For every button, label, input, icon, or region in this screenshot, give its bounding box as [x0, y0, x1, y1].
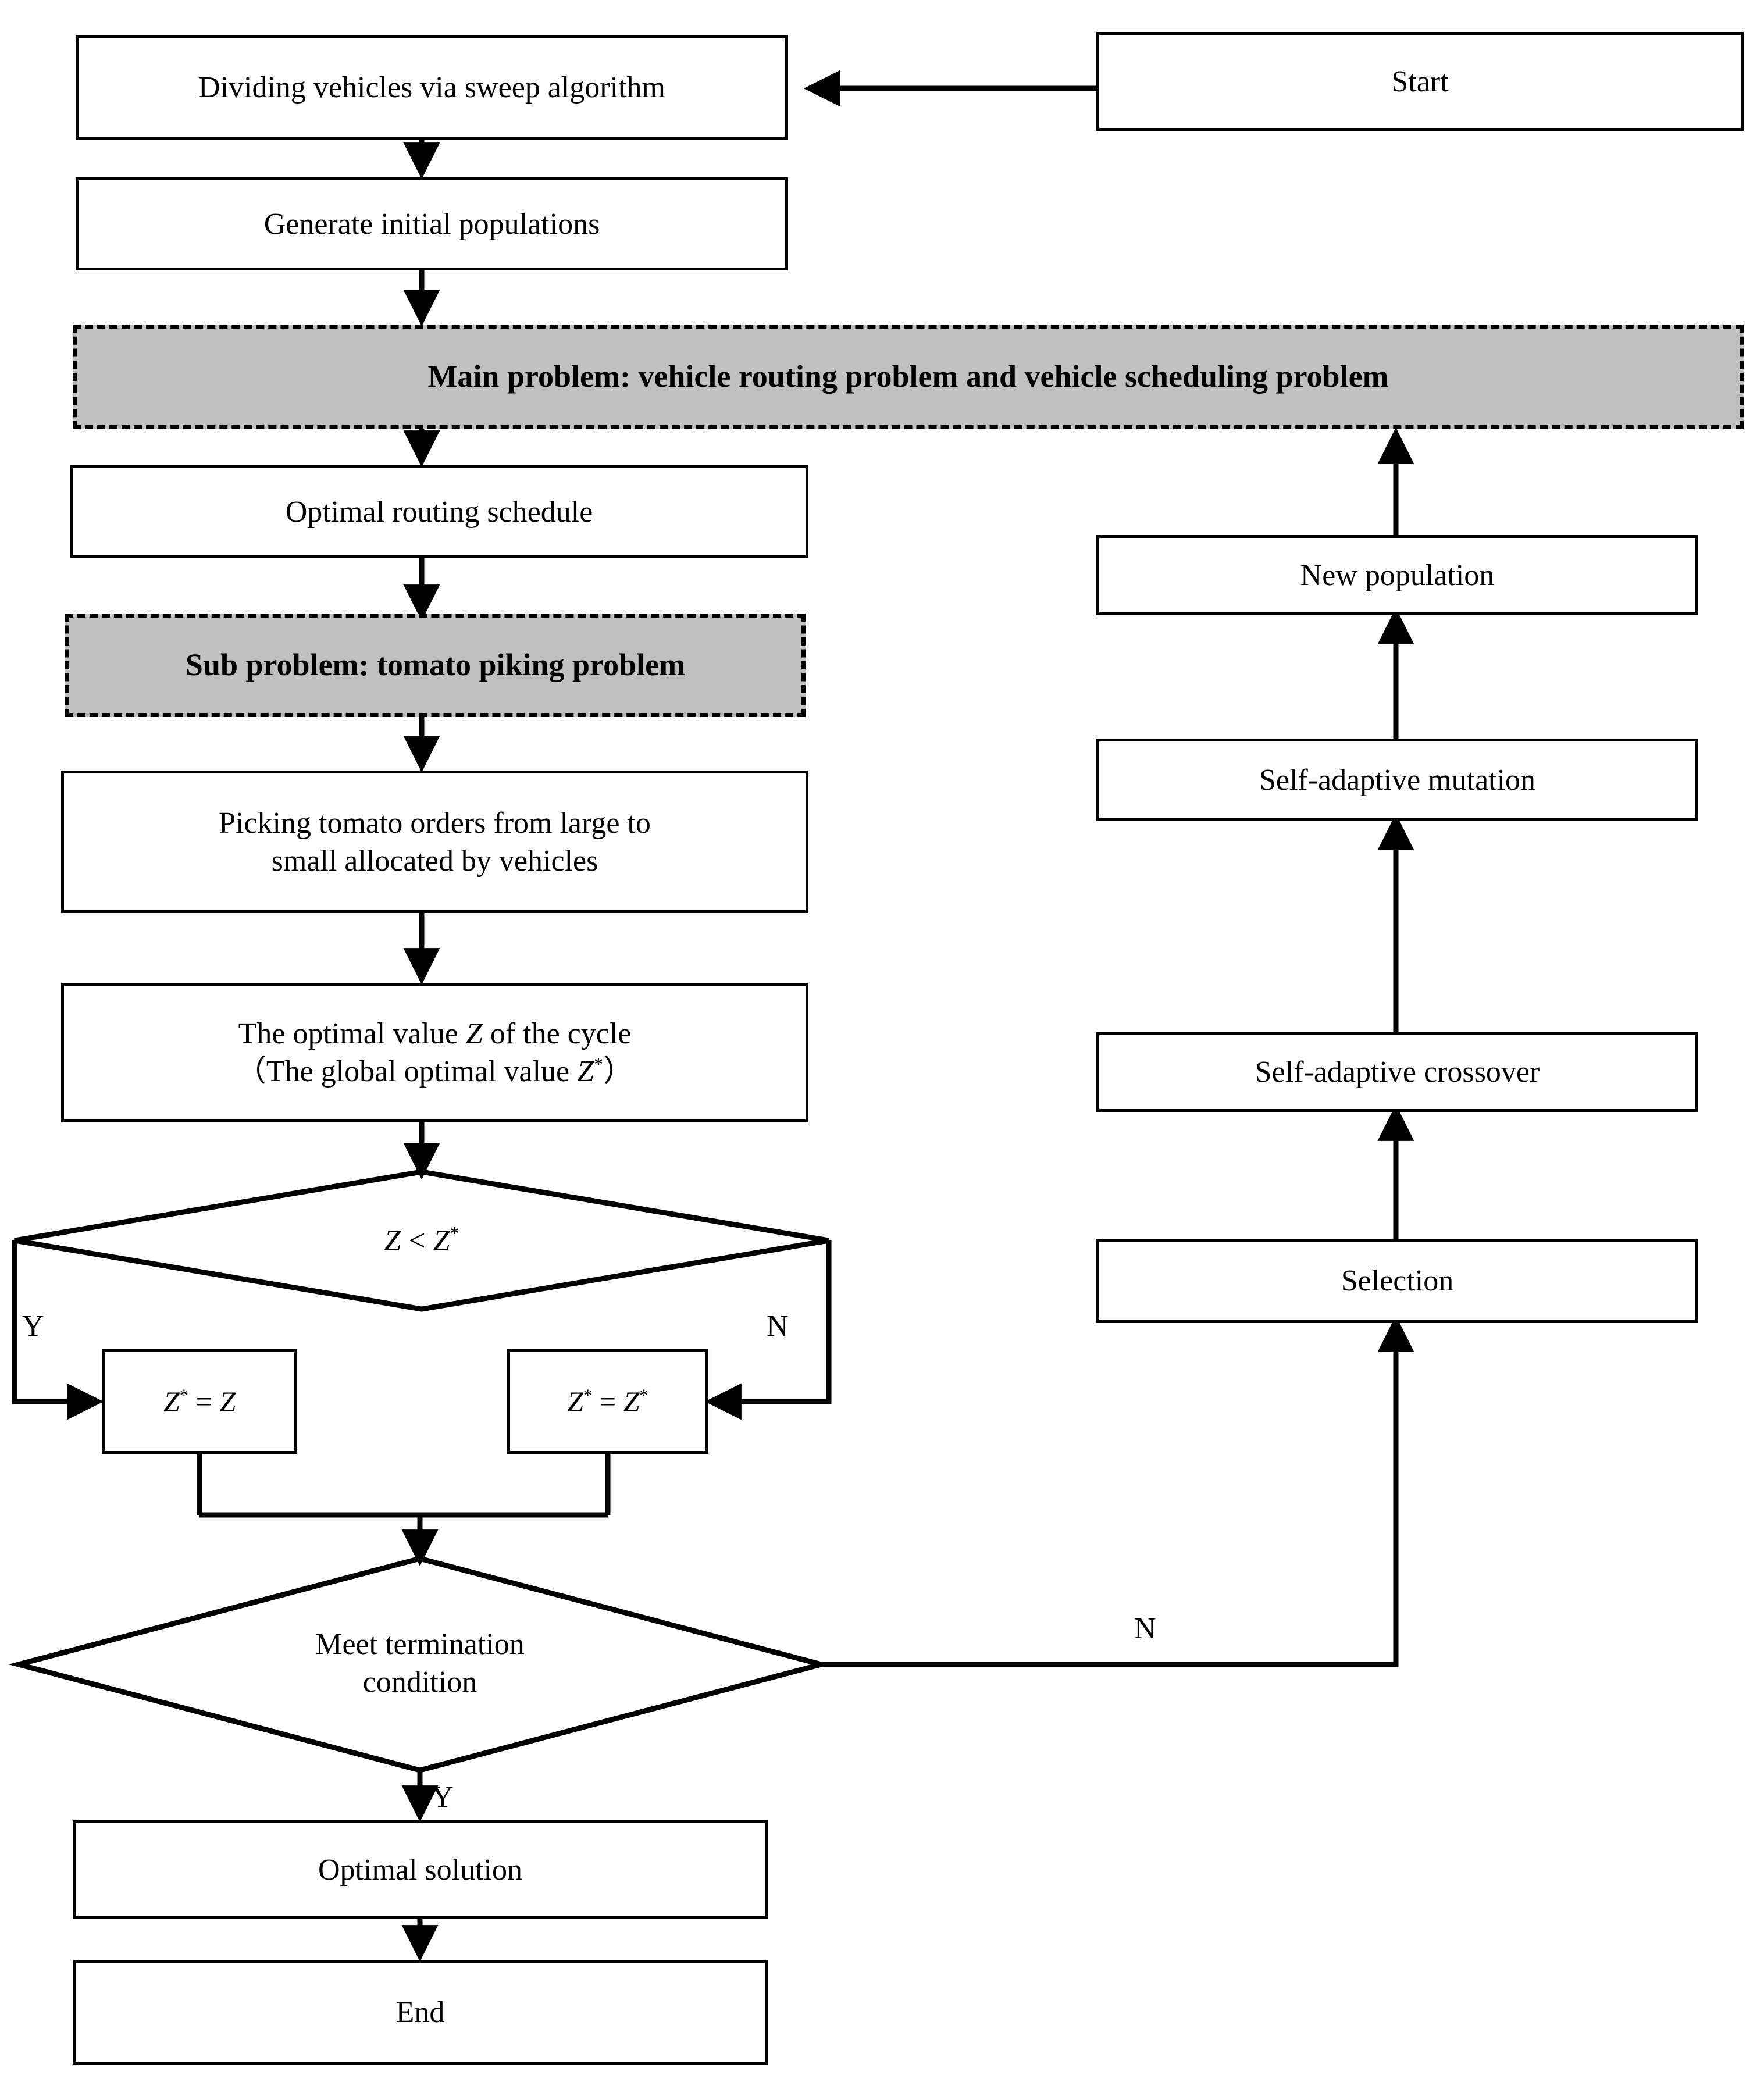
node-generate-initial-populations[interactable]: Generate initial populations: [76, 177, 788, 270]
edge-label-termination-no: N: [1134, 1612, 1156, 1645]
edge-decision-no: [704, 1240, 832, 1420]
node-optimal-solution[interactable]: Optimal solution: [73, 1820, 768, 1919]
node-start[interactable]: Start: [1096, 32, 1744, 131]
picking-line-2: small allocated by vehicles: [271, 844, 598, 878]
node-picking-tomato-orders-label: Picking tomato orders from large to smal…: [64, 804, 806, 880]
edge-termination-no: [821, 1315, 1414, 1667]
edge-label-termination-yes: Y: [432, 1781, 454, 1814]
edge-label-compare-yes: Y: [22, 1310, 44, 1343]
node-optimal-solution-label: Optimal solution: [318, 1853, 522, 1887]
node-optimal-routing-schedule[interactable]: Optimal routing schedule: [70, 465, 808, 558]
edge-label-compare-no: N: [767, 1310, 789, 1343]
node-picking-tomato-orders[interactable]: Picking tomato orders from large to smal…: [61, 771, 808, 913]
node-optimal-routing-schedule-label: Optimal routing schedule: [285, 495, 593, 529]
edge-decision-yes: [12, 1240, 104, 1420]
optimal-value-line-1: The optimal value Z of the cycle: [238, 1017, 632, 1050]
decision-diamond-compare: [14, 1169, 829, 1312]
node-new-population-label: New population: [1300, 558, 1495, 592]
node-sub-problem-label: Sub problem: tomato piking problem: [185, 647, 686, 683]
node-assign-zstar-equals-zstar[interactable]: Z* = Z*: [507, 1349, 708, 1454]
node-start-label: Start: [1391, 65, 1449, 98]
node-end-label: End: [395, 1995, 445, 2029]
node-self-adaptive-mutation-label: Self-adaptive mutation: [1259, 763, 1536, 797]
node-optimal-value-z[interactable]: The optimal value Z of the cycle （The gl…: [61, 983, 808, 1122]
node-main-problem[interactable]: Main problem: vehicle routing problem an…: [73, 325, 1744, 429]
node-generate-initial-populations-label: Generate initial populations: [263, 207, 600, 241]
node-dividing-vehicles-label: Dividing vehicles via sweep algorithm: [198, 70, 665, 104]
node-self-adaptive-mutation[interactable]: Self-adaptive mutation: [1096, 739, 1698, 821]
node-self-adaptive-crossover-label: Self-adaptive crossover: [1255, 1056, 1540, 1089]
node-optimal-value-z-label: The optimal value Z of the cycle （The gl…: [64, 1015, 806, 1090]
node-end[interactable]: End: [73, 1960, 768, 2065]
node-sub-problem[interactable]: Sub problem: tomato piking problem: [65, 614, 806, 717]
node-self-adaptive-crossover[interactable]: Self-adaptive crossover: [1096, 1032, 1698, 1112]
node-assign-zstar-equals-zstar-label: Z* = Z*: [567, 1385, 648, 1418]
picking-line-1: Picking tomato orders from large to: [219, 806, 651, 840]
node-assign-zstar-equals-z-label: Z* = Z: [163, 1385, 236, 1418]
node-dividing-vehicles[interactable]: Dividing vehicles via sweep algorithm: [76, 35, 788, 140]
node-main-problem-label: Main problem: vehicle routing problem an…: [427, 359, 1389, 394]
decision-diamond-termination: [8, 1556, 832, 1773]
node-assign-zstar-equals-z[interactable]: Z* = Z: [102, 1349, 297, 1454]
node-selection[interactable]: Selection: [1096, 1239, 1698, 1323]
optimal-value-line-2: （The global optimal value Z*）: [236, 1053, 634, 1088]
node-selection-label: Selection: [1341, 1264, 1454, 1297]
node-new-population[interactable]: New population: [1096, 535, 1698, 615]
